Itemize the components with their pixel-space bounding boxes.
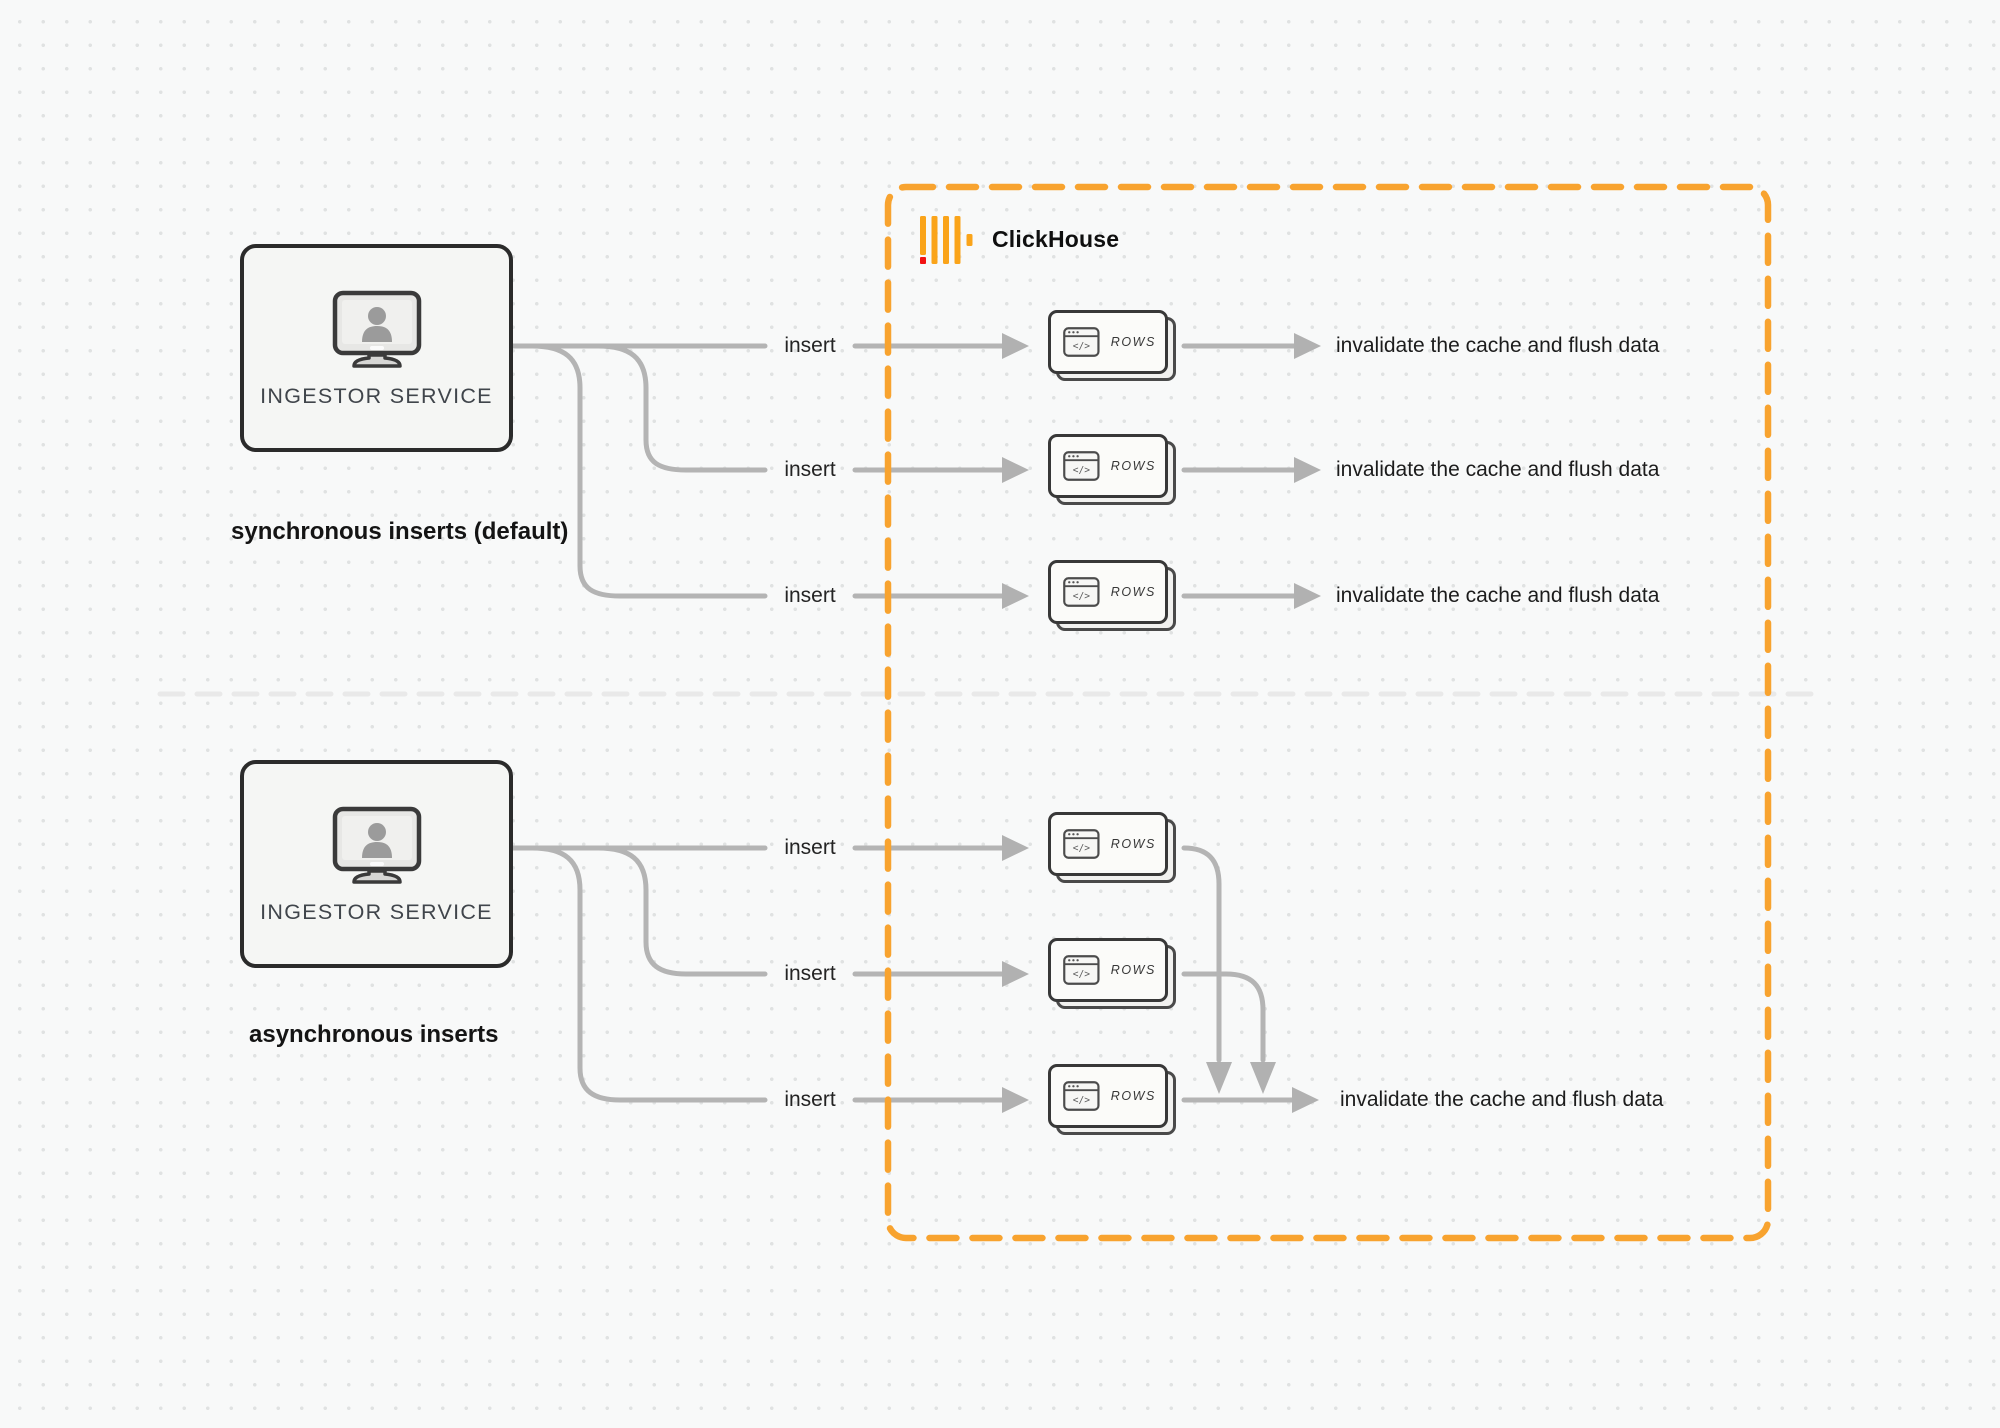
rows-card: </> ROWS <box>1048 938 1176 1009</box>
ingestor-service-box-sync: INGESTOR SERVICE <box>240 244 513 452</box>
async-section-label: asynchronous inserts <box>249 1021 499 1048</box>
clickhouse-boundary-box <box>884 183 1772 1242</box>
result-label: invalidate the cache and flush data <box>1336 334 1660 357</box>
svg-text:</>: </> <box>1073 465 1091 476</box>
insert-label: insert <box>784 1088 836 1111</box>
insert-label: insert <box>784 334 836 357</box>
rows-card: </> ROWS <box>1048 310 1176 381</box>
rows-label: ROWS <box>1110 963 1156 977</box>
code-window-icon: </> <box>1063 1081 1100 1111</box>
rows-label: ROWS <box>1110 837 1156 851</box>
rows-label: ROWS <box>1110 585 1156 599</box>
clickhouse-name: ClickHouse <box>992 225 1120 252</box>
svg-text:</>: </> <box>1073 591 1091 602</box>
svg-text:</>: </> <box>1073 969 1091 980</box>
rows-card: </> ROWS <box>1048 812 1176 883</box>
svg-text:</>: </> <box>1073 843 1091 854</box>
clickhouse-logo: ClickHouse <box>918 212 1119 266</box>
rows-label: ROWS <box>1110 1089 1156 1103</box>
svg-text:</>: </> <box>1073 341 1091 352</box>
rows-card: </> ROWS <box>1048 1064 1176 1135</box>
service-title: INGESTOR SERVICE <box>260 899 493 924</box>
result-label: invalidate the cache and flush data <box>1336 584 1660 607</box>
sync-section-label: synchronous inserts (default) <box>231 518 569 545</box>
code-window-icon: </> <box>1063 327 1100 357</box>
ingestor-service-box-async: INGESTOR SERVICE <box>240 760 513 968</box>
insert-label: insert <box>784 836 836 859</box>
result-label: invalidate the cache and flush data <box>1340 1088 1664 1111</box>
result-label: invalidate the cache and flush data <box>1336 458 1660 481</box>
code-window-icon: </> <box>1063 955 1100 985</box>
clickhouse-logo-icon <box>920 216 973 264</box>
svg-text:</>: </> <box>1073 1095 1091 1106</box>
insert-label: insert <box>784 458 836 481</box>
monitor-user-icon <box>332 806 421 884</box>
monitor-user-icon <box>332 290 421 368</box>
code-window-icon: </> <box>1063 451 1100 481</box>
arrowheads <box>1002 333 1321 1113</box>
insert-label: insert <box>784 962 836 985</box>
rows-label: ROWS <box>1110 335 1156 349</box>
rows-card: </> ROWS <box>1048 560 1176 631</box>
rows-card: </> ROWS <box>1048 434 1176 505</box>
code-window-icon: </> <box>1063 829 1100 859</box>
rows-label: ROWS <box>1110 459 1156 473</box>
service-title: INGESTOR SERVICE <box>260 383 493 408</box>
gray-connectors <box>510 343 1297 1103</box>
insert-label: insert <box>784 584 836 607</box>
code-window-icon: </> <box>1063 577 1100 607</box>
